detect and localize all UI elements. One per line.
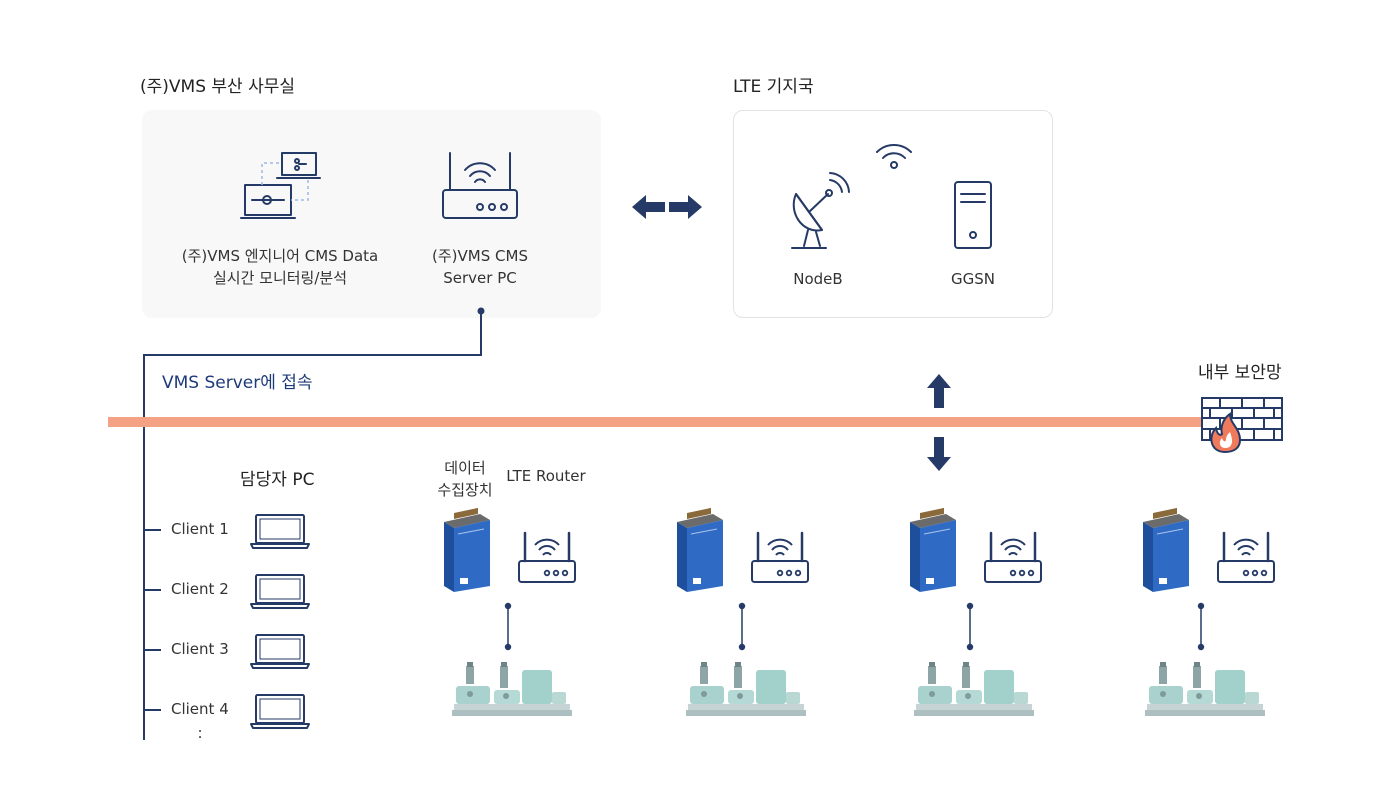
pump-equipment-icon [914, 662, 1034, 716]
office-title: (주)VMS 부산 사무실 [140, 77, 295, 97]
data-collector-device-icon[interactable] [440, 507, 492, 594]
server-caption-line2: Server PC [443, 269, 517, 287]
client-branch-line [143, 529, 161, 531]
lte-router-icon[interactable] [983, 531, 1043, 585]
satellite-dish-icon [791, 172, 850, 249]
pump-equipment-icon [452, 662, 572, 716]
client-label: Client 2 [171, 580, 229, 598]
client-pc-title: 담당자 PC [240, 470, 315, 490]
data-collector-device-icon[interactable] [906, 507, 958, 594]
server-caption: (주)VMS CMS Server PC [405, 245, 555, 289]
client-trunk-line [143, 354, 145, 740]
monitoring-laptops-icon [240, 152, 321, 219]
laptop-icon[interactable] [250, 633, 310, 669]
pump-equipment-icon [686, 662, 806, 716]
client-more-indicator: : [197, 724, 203, 742]
server-caption-line1: (주)VMS CMS [432, 247, 528, 265]
device-link-line [738, 602, 746, 651]
server-horizontal-line [143, 354, 482, 356]
collector-caption-line2: 수집장치 [437, 481, 493, 499]
bidirectional-arrow-icon [632, 195, 702, 219]
pump-equipment-icon [1145, 662, 1265, 716]
device-link-line [504, 602, 512, 651]
data-collector-device-icon[interactable] [1139, 507, 1191, 594]
collector-caption-line1: 데이터 [444, 459, 486, 477]
device-link-line [966, 602, 974, 651]
server-router-icon [442, 152, 518, 219]
collector-caption: 데이터 수집장치 [425, 457, 505, 501]
lte-router-icon[interactable] [517, 531, 577, 585]
lte-title: LTE 기지국 [733, 77, 814, 97]
laptop-icon[interactable] [250, 513, 310, 549]
lte-router-icon[interactable] [1216, 531, 1276, 585]
client-label: Client 1 [171, 520, 229, 538]
office-panel [142, 110, 601, 318]
engineer-caption-line2: 실시간 모니터링/분석 [212, 269, 348, 287]
client-branch-line [143, 709, 161, 711]
ggsn-label: GGSN [951, 270, 995, 288]
connection-label: VMS Server에 접속 [162, 373, 313, 393]
client-branch-line [143, 589, 161, 591]
data-collector-device-icon[interactable] [673, 507, 725, 594]
lte-router-caption: LTE Router [506, 467, 586, 485]
server-drop-line [480, 310, 482, 356]
arrow-up-icon [927, 374, 951, 408]
laptop-icon[interactable] [250, 573, 310, 609]
client-label: Client 3 [171, 640, 229, 658]
arrow-down-icon [927, 437, 951, 471]
engineer-caption-line1: (주)VMS 엔지니어 CMS Data [181, 247, 379, 265]
lte-router-icon[interactable] [750, 531, 810, 585]
firewall-icon [1201, 397, 1283, 454]
server-tower-icon [954, 181, 992, 249]
client-label: Client 4 [171, 700, 229, 718]
internal-network-label: 내부 보안망 [1198, 363, 1282, 383]
wifi-signal-icon [876, 143, 912, 169]
client-branch-line [143, 649, 161, 651]
firewall-line [108, 417, 1208, 427]
engineer-caption: (주)VMS 엔지니어 CMS Data 실시간 모니터링/분석 [170, 245, 390, 289]
device-link-line [1197, 602, 1205, 651]
laptop-icon[interactable] [250, 693, 310, 729]
nodeb-label: NodeB [793, 270, 843, 288]
